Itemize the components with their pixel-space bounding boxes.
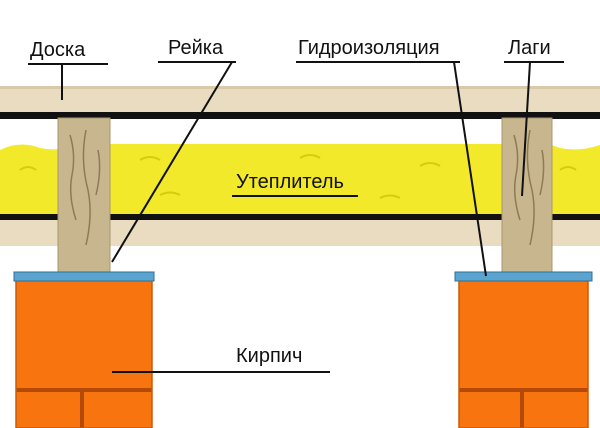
label-insulation: Утеплитель [236, 171, 344, 193]
insulation-texture [19, 154, 577, 199]
label-waterproofing: Гидроизоляция [298, 37, 440, 59]
joists-leader-diag [521, 61, 531, 197]
floor-board [0, 88, 600, 112]
right-waterproofing-strip [454, 271, 593, 282]
waterproofing-leader-diag [453, 61, 487, 277]
left-brick-pillar [15, 279, 153, 428]
insulation-layer [0, 142, 600, 214]
rail-leader-diag [111, 61, 233, 263]
left-joist [57, 117, 111, 274]
label-board: Доска [30, 39, 86, 61]
right-joist [501, 117, 553, 274]
left-waterproofing-strip [13, 271, 155, 282]
label-joists: Лаги [508, 37, 551, 59]
board-top-edge [0, 86, 600, 89]
waterproofing-film-top [0, 112, 600, 119]
label-brick: Кирпич [236, 345, 302, 367]
right-brick-pillar [458, 279, 589, 428]
label-rail: Рейка [168, 37, 224, 59]
waterproofing-film-bottom [0, 214, 600, 220]
